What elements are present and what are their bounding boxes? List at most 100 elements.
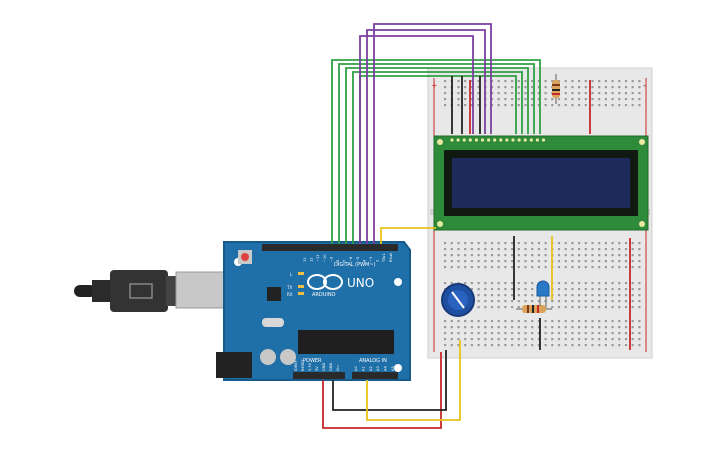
breadboard-hole xyxy=(571,320,574,323)
breadboard-hole xyxy=(470,80,473,83)
reset-button-cap[interactable] xyxy=(241,253,249,261)
pin-label: 4 xyxy=(362,259,366,262)
breadboard-hole xyxy=(477,294,480,297)
lcd-pin xyxy=(462,138,466,142)
breadboard-hole xyxy=(624,242,628,245)
lcd-mount-hole xyxy=(437,221,443,227)
lcd-pin xyxy=(493,138,497,142)
breadboard-hole xyxy=(618,242,621,245)
breadboard-hole xyxy=(584,98,587,101)
breadboard-hole xyxy=(517,260,520,263)
breadboard-hole xyxy=(524,300,527,303)
breadboard-hole xyxy=(511,92,514,95)
breadboard-hole xyxy=(490,306,494,309)
breadboard-hole xyxy=(524,86,527,89)
breadboard-hole xyxy=(598,104,601,107)
breadboard-hole xyxy=(497,282,500,285)
breadboard-hole xyxy=(604,92,607,95)
breadboard-hole xyxy=(504,242,507,245)
breadboard-hole xyxy=(638,306,641,309)
potentiometer[interactable] xyxy=(441,283,475,317)
breadboard-hole xyxy=(484,294,487,297)
breadboard-hole xyxy=(470,260,473,263)
wire-black-gnd xyxy=(332,350,447,411)
breadboard-hole xyxy=(618,282,621,285)
breadboard-hole xyxy=(524,326,527,329)
breadboard-hole xyxy=(537,248,540,251)
breadboard-hole xyxy=(470,92,473,95)
breadboard-hole xyxy=(490,266,494,269)
breadboard-hole xyxy=(484,260,487,263)
breadboard-hole xyxy=(484,320,487,323)
breadboard-hole xyxy=(564,104,567,107)
breadboard-hole xyxy=(564,248,567,251)
breadboard-hole xyxy=(537,86,540,89)
breadboard-hole xyxy=(504,80,507,83)
breadboard-hole xyxy=(564,306,567,309)
breadboard-hole xyxy=(444,86,447,89)
breadboard-hole xyxy=(598,254,601,257)
breadboard-hole xyxy=(631,86,634,89)
breadboard-hole xyxy=(524,92,527,95)
breadboard-hole xyxy=(444,326,447,329)
breadboard-hole xyxy=(584,288,587,291)
breadboard-hole xyxy=(531,248,534,251)
breadboard-hole xyxy=(537,98,540,101)
breadboard-hole xyxy=(624,86,628,89)
pin-label: RX◂0 xyxy=(389,252,393,262)
breadboard-hole xyxy=(557,260,561,263)
breadboard-hole xyxy=(611,344,614,347)
breadboard-hole xyxy=(524,248,527,251)
breadboard-hole xyxy=(638,98,641,101)
breadboard-hole xyxy=(564,288,567,291)
breadboard-hole xyxy=(511,80,514,83)
breadboard-hole xyxy=(611,266,614,269)
breadboard-hole xyxy=(504,344,507,347)
usb-cable-end xyxy=(74,285,96,297)
breadboard-hole xyxy=(638,320,641,323)
breadboard-hole xyxy=(557,254,561,257)
breadboard-hole xyxy=(578,332,581,335)
breadboard-hole xyxy=(517,254,520,257)
wires xyxy=(322,23,631,429)
digital-header xyxy=(262,244,398,251)
breadboard-hole xyxy=(511,306,514,309)
breadboard-hole xyxy=(611,80,614,83)
breadboard-hole xyxy=(631,254,634,257)
breadboard-hole xyxy=(504,294,507,297)
breadboard-hole xyxy=(591,92,594,95)
breadboard-hole xyxy=(591,300,594,303)
breadboard-hole xyxy=(591,282,594,285)
breadboard-hole xyxy=(531,266,534,269)
breadboard-hole xyxy=(531,242,534,245)
breadboard-hole xyxy=(611,320,614,323)
breadboard-hole xyxy=(531,332,534,335)
breadboard-hole xyxy=(598,98,601,101)
breadboard-hole xyxy=(618,300,621,303)
breadboard-hole xyxy=(524,344,527,347)
breadboard-hole xyxy=(490,282,494,285)
breadboard-hole xyxy=(504,320,507,323)
breadboard-hole xyxy=(591,320,594,323)
breadboard-hole xyxy=(504,288,507,291)
breadboard-hole xyxy=(450,282,453,285)
breadboard-hole xyxy=(504,300,507,303)
breadboard-hole xyxy=(557,288,561,291)
breadboard-hole xyxy=(457,248,460,251)
breadboard-hole xyxy=(578,260,581,263)
breadboard-hole xyxy=(598,242,601,245)
usb-plug-neck xyxy=(166,276,178,306)
breadboard-hole xyxy=(557,266,561,269)
breadboard-hole xyxy=(631,332,634,335)
breadboard-hole xyxy=(511,294,514,297)
breadboard-hole xyxy=(497,80,500,83)
breadboard-hole xyxy=(464,260,467,263)
breadboard-hole xyxy=(484,300,487,303)
breadboard-hole xyxy=(604,98,607,101)
breadboard-hole xyxy=(591,86,594,89)
breadboard-hole xyxy=(557,332,561,335)
breadboard-hole xyxy=(624,300,628,303)
breadboard-hole xyxy=(497,338,500,341)
pin-label: ~10 xyxy=(323,254,327,262)
breadboard-hole xyxy=(578,104,581,107)
